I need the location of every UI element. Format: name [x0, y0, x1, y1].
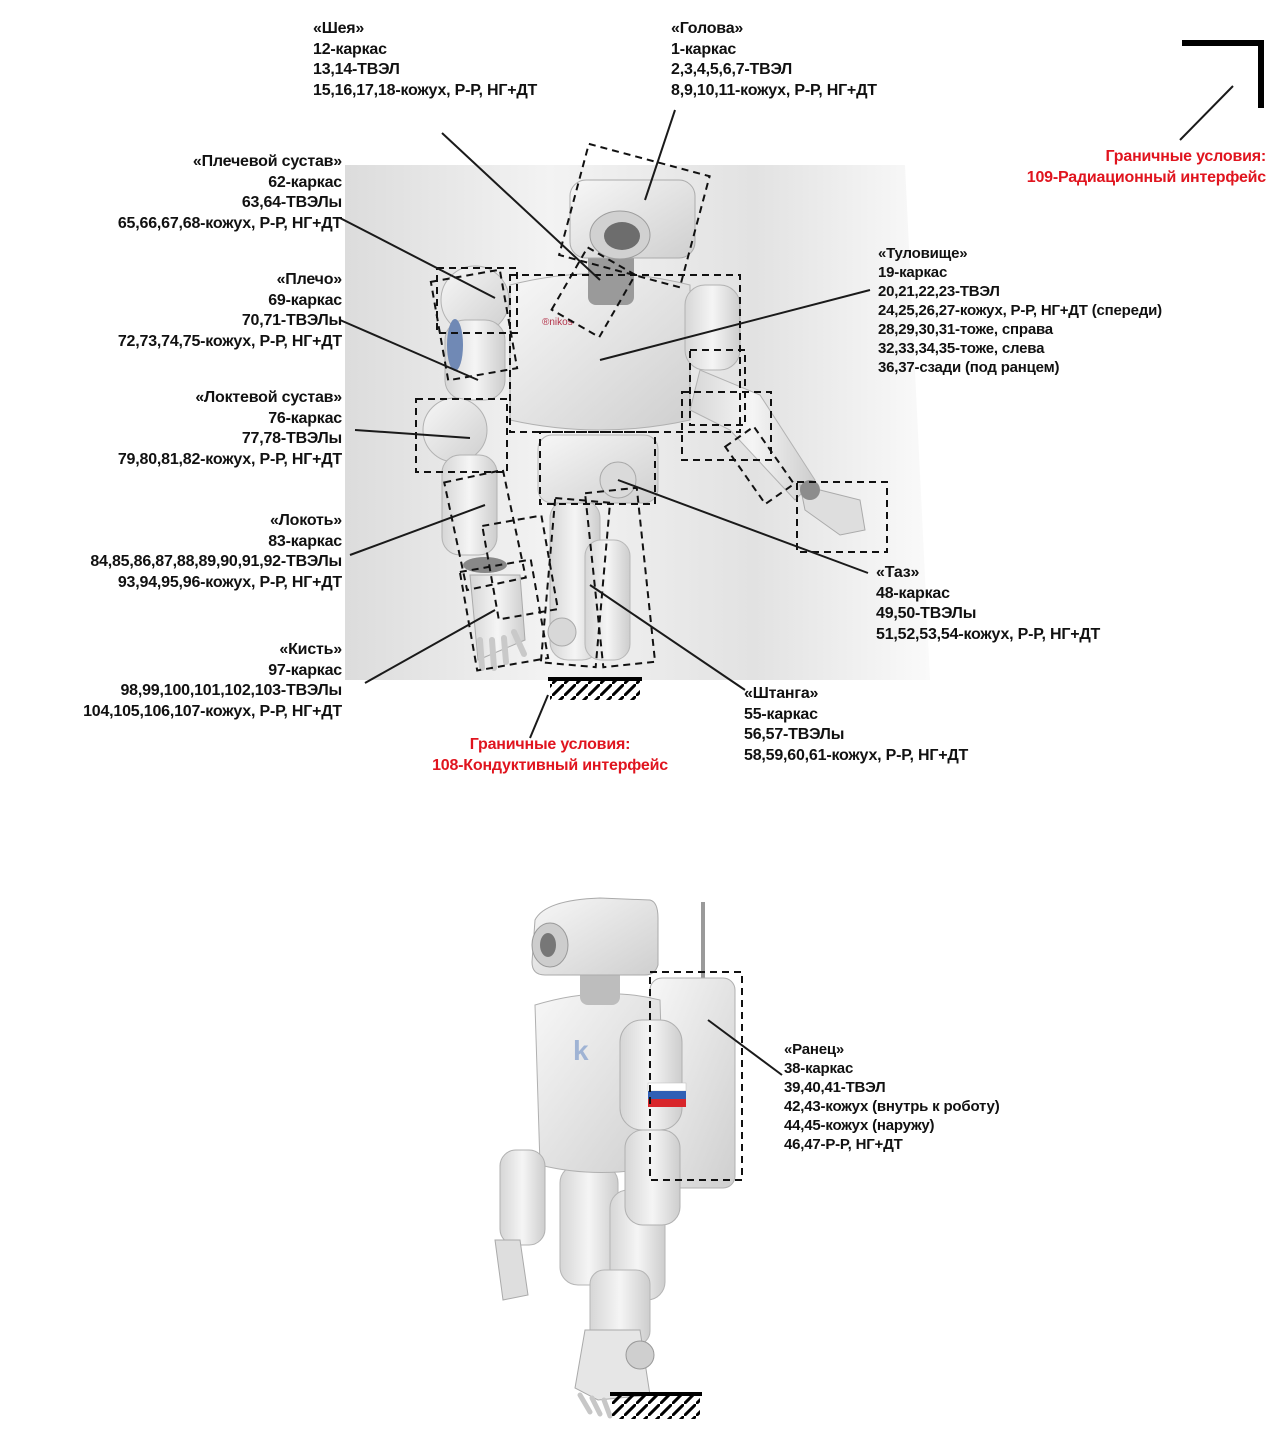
label-elbow-joint-line: 79,80,81,82-кожух, Р-Р, НГ+ДТ [118, 450, 342, 471]
label-elbow-joint-line: 76-каркас [118, 409, 342, 430]
label-backpack-line: 44,45-кожух (наружу) [784, 1116, 1000, 1135]
label-forearm-line: 93,94,95,96-кожух, Р-Р, НГ+ДТ [90, 573, 342, 594]
bottom-ground-marker [610, 1393, 702, 1419]
label-shoulder-joint-line: 63,64-ТВЭЛы [118, 193, 342, 214]
label-shoulder-joint-title: «Плечевой сустав» [118, 152, 342, 173]
conductive-boundary-marker [548, 678, 642, 700]
label-radiation-line: Граничные условия: [1027, 147, 1266, 168]
label-torso-line: 28,29,30,31-тоже, справа [878, 320, 1162, 339]
label-upper-arm-line: 69-каркас [118, 291, 342, 312]
label-leg: «Штанга» 55-каркас 56,57-ТВЭЛы 58,59,60,… [744, 684, 968, 766]
label-upper-arm-title: «Плечо» [118, 270, 342, 291]
label-neck-line: 12-каркас [313, 40, 537, 61]
label-neck-title: «Шея» [313, 19, 537, 40]
label-radiation-boundary: Граничные условия: 109-Радиационный инте… [1027, 147, 1266, 188]
label-torso-line: 19-каркас [878, 263, 1162, 282]
label-backpack-line: 46,47-Р-Р, НГ+ДТ [784, 1135, 1000, 1154]
label-conductive-line: 108-Кондуктивный интерфейс [395, 756, 705, 777]
label-backpack: «Ранец» 38-каркас 39,40,41-ТВЭЛ 42,43-ко… [784, 1040, 1000, 1154]
label-backpack-title: «Ранец» [784, 1040, 1000, 1059]
label-radiation-line: 109-Радиационный интерфейс [1027, 168, 1266, 189]
label-backpack-line: 39,40,41-ТВЭЛ [784, 1078, 1000, 1097]
label-head-line: 2,3,4,5,6,7-ТВЭЛ [671, 60, 877, 81]
label-hand-line: 97-каркас [83, 661, 342, 682]
label-hand-title: «Кисть» [83, 640, 342, 661]
label-head-title: «Голова» [671, 19, 877, 40]
robot-side-illustration: k [495, 898, 735, 1416]
label-leg-title: «Штанга» [744, 684, 968, 705]
label-upper-arm-line: 70,71-ТВЭЛы [118, 311, 342, 332]
label-torso: «Туловище» 19-каркас 20,21,22,23-ТВЭЛ 24… [878, 244, 1162, 377]
label-torso-line: 32,33,34,35-тоже, слева [878, 339, 1162, 358]
label-torso-title: «Туловище» [878, 244, 1162, 263]
label-head: «Голова» 1-каркас 2,3,4,5,6,7-ТВЭЛ 8,9,1… [671, 19, 877, 101]
label-elbow-joint-title: «Локтевой сустав» [118, 388, 342, 409]
label-hand-line: 98,99,100,101,102,103-ТВЭЛы [83, 681, 342, 702]
label-forearm: «Локоть» 83-каркас 84,85,86,87,88,89,90,… [90, 511, 342, 593]
label-backpack-line: 42,43-кожух (внутрь к роботу) [784, 1097, 1000, 1116]
label-shoulder-joint: «Плечевой сустав» 62-каркас 63,64-ТВЭЛы … [118, 152, 342, 234]
label-neck-line: 13,14-ТВЭЛ [313, 60, 537, 81]
svg-text:k: k [573, 1035, 589, 1066]
label-conductive-line: Граничные условия: [395, 735, 705, 756]
label-pelvis-line: 49,50-ТВЭЛы [876, 604, 1100, 625]
label-head-line: 8,9,10,11-кожух, Р-Р, НГ+ДТ [671, 81, 877, 102]
label-torso-line: 20,21,22,23-ТВЭЛ [878, 282, 1162, 301]
label-torso-line: 36,37-сзади (под ранцем) [878, 358, 1162, 377]
label-elbow-joint: «Локтевой сустав» 76-каркас 77,78-ТВЭЛы … [118, 388, 342, 470]
label-neck: «Шея» 12-каркас 13,14-ТВЭЛ 15,16,17,18-к… [313, 19, 537, 101]
label-leg-line: 56,57-ТВЭЛы [744, 725, 968, 746]
label-leg-line: 58,59,60,61-кожух, Р-Р, НГ+ДТ [744, 746, 968, 767]
label-pelvis-title: «Таз» [876, 563, 1100, 584]
label-elbow-joint-line: 77,78-ТВЭЛы [118, 429, 342, 450]
label-upper-arm: «Плечо» 69-каркас 70,71-ТВЭЛы 72,73,74,7… [118, 270, 342, 352]
label-upper-arm-line: 72,73,74,75-кожух, Р-Р, НГ+ДТ [118, 332, 342, 353]
label-hand: «Кисть» 97-каркас 98,99,100,101,102,103-… [83, 640, 342, 722]
label-pelvis-line: 51,52,53,54-кожух, Р-Р, НГ+ДТ [876, 625, 1100, 646]
label-pelvis: «Таз» 48-каркас 49,50-ТВЭЛы 51,52,53,54-… [876, 563, 1100, 645]
label-torso-line: 24,25,26,27-кожух, Р-Р, НГ+ДТ (спереди) [878, 301, 1162, 320]
label-conductive-boundary: Граничные условия: 108-Кондуктивный инте… [395, 735, 705, 776]
label-backpack-line: 38-каркас [784, 1059, 1000, 1078]
label-forearm-line: 83-каркас [90, 532, 342, 553]
label-shoulder-joint-line: 65,66,67,68-кожух, Р-Р, НГ+ДТ [118, 214, 342, 235]
label-hand-line: 104,105,106,107-кожух, Р-Р, НГ+ДТ [83, 702, 342, 723]
label-leg-line: 55-каркас [744, 705, 968, 726]
label-neck-line: 15,16,17,18-кожух, Р-Р, НГ+ДТ [313, 81, 537, 102]
label-shoulder-joint-line: 62-каркас [118, 173, 342, 194]
label-head-line: 1-каркас [671, 40, 877, 61]
svg-text:®nikos: ®nikos [542, 317, 573, 328]
label-pelvis-line: 48-каркас [876, 584, 1100, 605]
label-forearm-title: «Локоть» [90, 511, 342, 532]
label-forearm-line: 84,85,86,87,88,89,90,91,92-ТВЭЛы [90, 552, 342, 573]
